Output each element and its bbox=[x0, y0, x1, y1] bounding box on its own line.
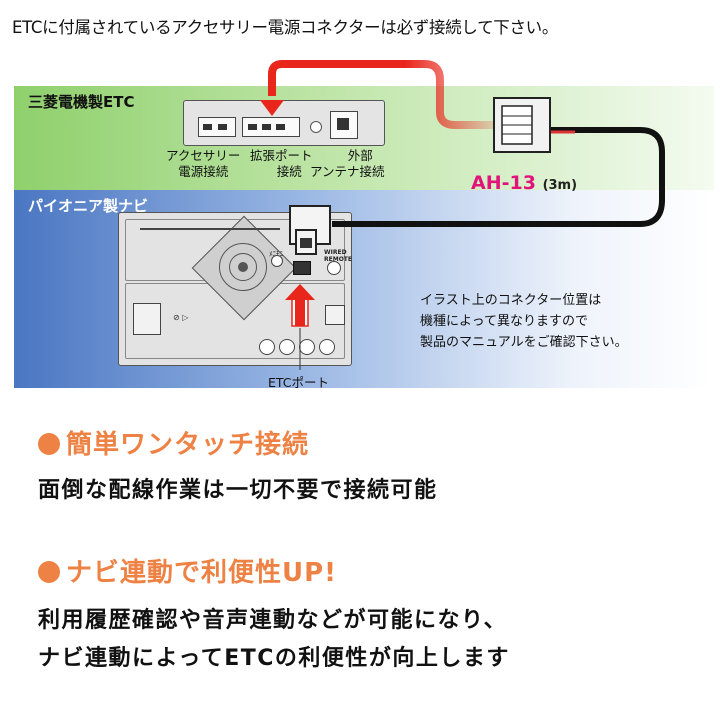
ah13-connector bbox=[493, 97, 551, 153]
red-cable bbox=[268, 60, 495, 129]
remote-jack-icon bbox=[327, 261, 341, 275]
etc-unit-label: 三菱電機製ETC bbox=[28, 93, 135, 111]
accessory-port-caption: アクセサリー 電源接続 bbox=[166, 148, 241, 179]
rca-jacks bbox=[259, 339, 337, 355]
expansion-port bbox=[242, 117, 300, 137]
feature-body-line2: ナビ連動によってETCの利便性が向上します bbox=[38, 646, 510, 671]
antenna-port-caption: 外部 アンテナ接続 bbox=[310, 148, 385, 179]
etc-port-label: ETCポート bbox=[268, 375, 330, 390]
wired-remote-label: WIRED REMOTE bbox=[324, 249, 352, 263]
navi-unit: ﾒﾆﾁﾆ WIRED REMOTE ⊘ ▷ bbox=[118, 212, 352, 366]
etc-port-socket bbox=[293, 261, 311, 275]
red-arrow-icon bbox=[260, 100, 284, 116]
feature-body: 面倒な配線作業は一切不要で接続可能 bbox=[38, 478, 438, 503]
navi-jack-icon bbox=[271, 255, 283, 267]
etc-unit bbox=[183, 100, 385, 146]
cable-model-label: AH-13 (3m) bbox=[471, 172, 578, 194]
feature-heading: 簡単ワンタッチ接続 bbox=[66, 430, 310, 460]
up-arrow-icon bbox=[285, 284, 315, 327]
navi-panel-label: ﾒﾆﾁﾆ bbox=[269, 250, 283, 258]
antenna-port bbox=[330, 111, 358, 139]
connector-position-note: イラスト上のコネクター位置は 機種によって異なりますので 製品のマニュアルをご確… bbox=[420, 293, 628, 350]
accessory-power-port bbox=[198, 117, 236, 137]
feature-navi-link: ナビ連動で利便性UP! 利用履歴確認や音声連動などが可能になり、 ナビ連動によっ… bbox=[38, 552, 510, 677]
bullet-icon bbox=[38, 433, 60, 455]
etc-led-icon bbox=[310, 121, 322, 133]
black-cable bbox=[332, 127, 665, 227]
navi-plug bbox=[289, 205, 331, 255]
feature-heading: ナビ連動で利便性UP! bbox=[66, 558, 338, 588]
navi-unit-label: パイオニア製ナビ bbox=[28, 197, 149, 215]
expansion-port-caption: 拡張ポート 接続 bbox=[250, 148, 313, 179]
navi-rear-connector bbox=[133, 303, 161, 335]
header-note: ETCに付属されているアクセサリー電源コネクターは必ず接続して下さい。 bbox=[12, 18, 559, 37]
feature-one-touch: 簡単ワンタッチ接続 面倒な配線作業は一切不要で接続可能 bbox=[38, 424, 438, 509]
bullet-icon bbox=[38, 561, 60, 583]
feature-body-line1: 利用履歴確認や音声連動などが可能になり、 bbox=[38, 608, 508, 633]
